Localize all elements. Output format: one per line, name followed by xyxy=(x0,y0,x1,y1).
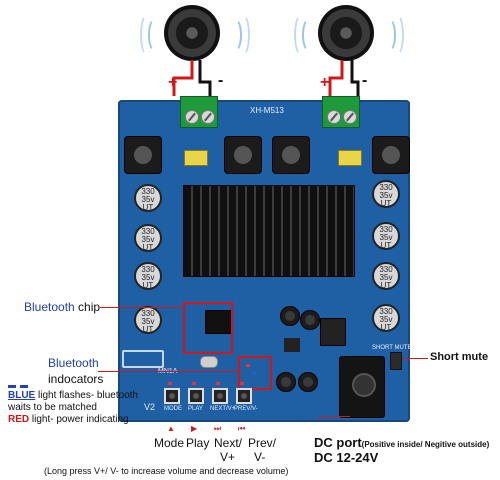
mode-silk: MODE xyxy=(164,406,182,412)
prev-silk: PREV/V- xyxy=(234,406,258,412)
inductor-2 xyxy=(224,136,262,174)
crystal xyxy=(200,356,218,368)
dc-port-label: DC port(Positive inside/ Negitive outsid… xyxy=(314,435,490,450)
bluetooth-indicators-label-2: indocators xyxy=(48,372,104,386)
regulator-small xyxy=(284,338,300,352)
right-speaker-terminal xyxy=(322,96,360,128)
bluetooth-indicator-highlight xyxy=(238,356,272,390)
small-capacitor-2 xyxy=(300,310,320,330)
blue-light-note-2: waits to be matched xyxy=(8,402,97,413)
capacitor-yellow-right xyxy=(338,150,362,166)
short-mute-label: Short mute xyxy=(430,351,489,363)
bluetooth-indicator-pointer xyxy=(98,371,240,372)
bluetooth-chip-pointer xyxy=(100,307,183,308)
next-label-2: V+ xyxy=(220,450,236,464)
board-version: V2 xyxy=(144,402,156,412)
play-label: Play xyxy=(186,436,210,450)
left-speaker-terminal xyxy=(180,96,218,128)
next-arrow-icon: ⏭ xyxy=(214,424,222,433)
left-speaker-sound-waves xyxy=(140,10,250,60)
prev-volume-down-button[interactable] xyxy=(236,388,252,404)
bluetooth-chip-highlight xyxy=(183,302,233,354)
red-light-note: RED light- power indicating xyxy=(8,414,129,425)
bluetooth-chip-label: Bluetooth chip xyxy=(24,300,101,314)
button-led-prev xyxy=(240,382,244,385)
next-label: Next/ xyxy=(214,436,243,450)
blue-light-note: BLUE light flashes- bluetooth xyxy=(8,390,139,401)
play-silk: PLAY xyxy=(188,406,203,412)
next-volume-up-button[interactable] xyxy=(212,388,228,404)
left-plus-label: + xyxy=(168,74,178,91)
left-minus-label: - xyxy=(218,72,224,89)
indicator-led-1 xyxy=(246,364,250,367)
inductor-4 xyxy=(372,136,410,174)
heatsink xyxy=(183,185,355,277)
board-model: XH-M513 xyxy=(250,106,284,115)
mode-button[interactable] xyxy=(164,388,180,404)
capacitor-yellow-left xyxy=(184,150,208,166)
indicator-led-2 xyxy=(252,372,256,375)
small-capacitor-3 xyxy=(298,372,318,392)
dc-voltage-label: DC 12-24V xyxy=(314,450,379,465)
prev-arrow-icon: ⏮ xyxy=(238,424,246,433)
left-speaker-icon xyxy=(164,5,220,61)
dc-power-jack[interactable] xyxy=(339,356,385,418)
play-arrow-icon: ▶ xyxy=(191,424,198,433)
bluetooth-indicators-label-1: Bluetooth xyxy=(48,356,99,370)
right-plus-label: + xyxy=(320,74,330,91)
long-press-note: (Long press V+/ V- to increase volume an… xyxy=(44,466,289,476)
right-minus-label: - xyxy=(362,72,368,89)
right-speaker-icon xyxy=(318,5,374,61)
button-led-next xyxy=(216,382,220,385)
next-silk: NEXT/V+ xyxy=(210,406,236,412)
short-mute-pointer xyxy=(402,358,428,359)
dc-port-pointer xyxy=(318,416,350,417)
inductor-3 xyxy=(272,136,310,174)
prev-label: Prev/ xyxy=(248,436,277,450)
play-button[interactable] xyxy=(188,388,204,404)
prev-label-2: V- xyxy=(254,450,266,464)
inductor-1 xyxy=(124,136,162,174)
short-mute-header[interactable] xyxy=(390,352,402,370)
regulator xyxy=(320,318,346,346)
mode-arrow-icon: ▲ xyxy=(167,424,175,433)
short-mute-silk: SHORT MUTE xyxy=(372,345,412,351)
button-led-play xyxy=(192,382,196,385)
small-capacitor-1 xyxy=(280,306,300,326)
right-speaker-sound-waves xyxy=(294,10,404,60)
bluetooth-chip-ic xyxy=(205,310,233,334)
small-capacitor-4 xyxy=(276,372,296,392)
mode-label: Mode xyxy=(154,436,185,450)
blue-legend-dashes xyxy=(8,385,32,388)
button-led-mode xyxy=(168,382,172,385)
bluetooth-antenna xyxy=(122,350,164,368)
